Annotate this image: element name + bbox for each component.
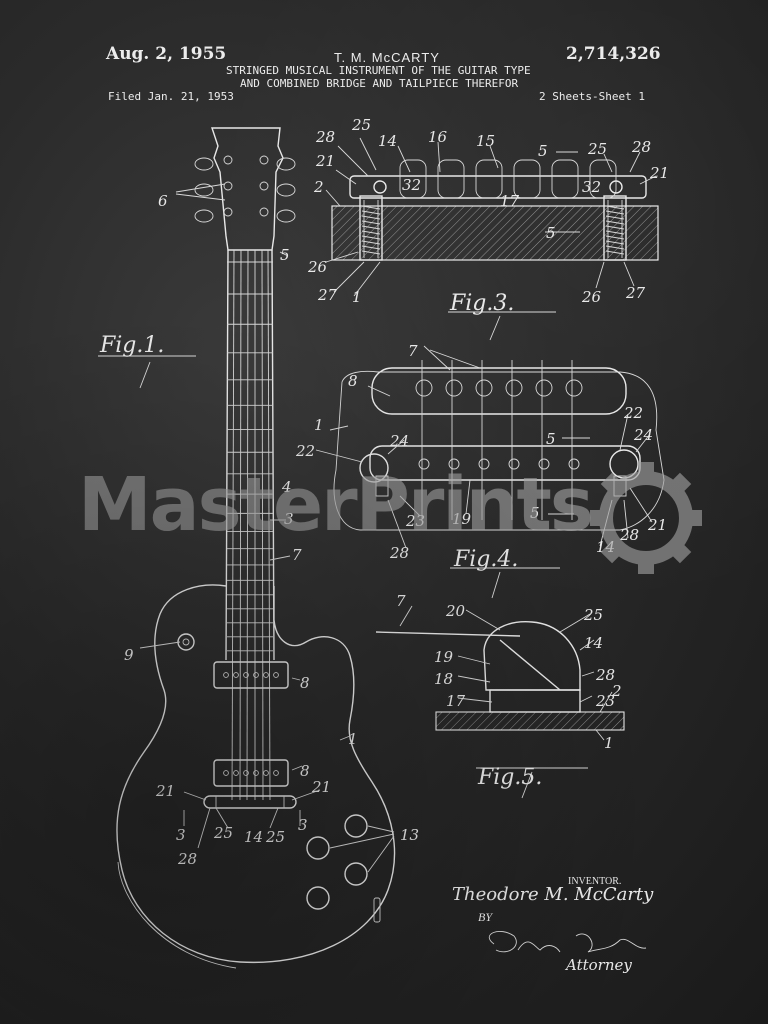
fig3-ref-number: 14 bbox=[378, 132, 397, 150]
fig5-ref-number: 20 bbox=[445, 602, 466, 620]
fig3-ref-number: 21 bbox=[649, 164, 669, 182]
sheet-count: 2 Sheets-Sheet 1 bbox=[539, 90, 645, 103]
fig3-ref-number: 1 bbox=[352, 288, 362, 306]
fig1-ref-number: 6 bbox=[158, 192, 168, 210]
fig4-ref-number: 19 bbox=[452, 510, 472, 528]
fig5-ref-number: 17 bbox=[446, 692, 466, 710]
fig1-ref-number: 3 bbox=[284, 510, 294, 528]
fig4-ref-number: 8 bbox=[348, 372, 358, 390]
attorney-caption: Attorney bbox=[566, 956, 632, 974]
fig1-ref-number: 8 bbox=[300, 674, 310, 692]
fig3-ref-number: 17 bbox=[500, 192, 520, 210]
fig5-ref-number: 2 bbox=[611, 682, 622, 700]
fig4-ref-number: 5 bbox=[530, 504, 540, 522]
attorney-signature bbox=[488, 931, 647, 953]
fig4-ref-number: 21 bbox=[647, 516, 667, 534]
fig5-ref-number: 23 bbox=[595, 692, 615, 710]
fig3-ref-number: 28 bbox=[315, 128, 335, 146]
fig5-ref-number: 7 bbox=[396, 592, 406, 610]
fig3-ref-number: 27 bbox=[317, 286, 338, 304]
fig4-ref-number: 24 bbox=[633, 426, 653, 444]
fig3-ref-number: 32 bbox=[402, 176, 421, 194]
fig5-ref-number: 18 bbox=[434, 670, 453, 688]
fig3-ref-number: 32 bbox=[582, 178, 601, 196]
fig3-ref-number: 25 bbox=[351, 116, 371, 134]
fig1-ref-number: 7 bbox=[292, 546, 302, 564]
fig1-ref-number: 25 bbox=[265, 828, 285, 846]
inventor-caption: INVENTOR. bbox=[568, 876, 622, 887]
fig1-ref-number: 1 bbox=[348, 730, 358, 748]
fig3-ref-number: 27 bbox=[625, 284, 646, 302]
fig1-ref-number: 28 bbox=[177, 850, 197, 868]
fig1-ref-number: 5 bbox=[280, 246, 290, 264]
fig4-ref-number: 22 bbox=[295, 442, 315, 460]
fig3-bridge-section bbox=[325, 137, 659, 341]
fig1-guitar bbox=[98, 127, 396, 969]
fig3-ref-number: 21 bbox=[315, 152, 335, 170]
fig3-ref-number: 5 bbox=[538, 142, 548, 160]
fig3-ref-number: 26 bbox=[307, 258, 328, 276]
fig5-ref-number: 14 bbox=[584, 634, 603, 652]
fig4-ref-number: 28 bbox=[619, 526, 639, 544]
fig3-ref-number: 26 bbox=[581, 288, 602, 306]
by-label: BY bbox=[478, 910, 493, 924]
fig1-ref-number: 25 bbox=[213, 824, 233, 842]
fig4-pickup-bridge bbox=[315, 345, 665, 599]
fig3-ref-number: 15 bbox=[476, 132, 495, 150]
fig3-ref-number: 2 bbox=[313, 178, 324, 196]
fig1-ref-number: 14 bbox=[244, 828, 263, 846]
patent-number: 2,714,326 bbox=[566, 44, 661, 64]
inventor-signature: Theodore M. McCarty bbox=[452, 884, 654, 905]
fig1-ref-number: 3 bbox=[298, 816, 308, 834]
watermark-text: MasterPrints bbox=[78, 462, 594, 548]
fig3-ref-number: 5 bbox=[546, 224, 556, 242]
filed-date: Filed Jan. 21, 1953 bbox=[108, 90, 234, 103]
fig3-ref-number: 16 bbox=[428, 128, 448, 146]
fig4-ref-number: 23 bbox=[405, 512, 425, 530]
inventor-header: T. M. McCARTY bbox=[334, 50, 440, 65]
fig1-ref-number: 3 bbox=[176, 826, 186, 844]
fig3-ref-number: 28 bbox=[631, 138, 651, 156]
patent-date: Aug. 2, 1955 bbox=[106, 44, 227, 64]
fig4-ref-number: 28 bbox=[389, 544, 409, 562]
fig1-ref-number: 8 bbox=[300, 762, 310, 780]
fig3-caption: Fig.3. bbox=[449, 291, 514, 316]
patent-title-line1: STRINGED MUSICAL INSTRUMENT OF THE GUITA… bbox=[226, 64, 531, 77]
fig4-caption: Fig.4. bbox=[453, 547, 518, 572]
fig1-ref-number: 13 bbox=[400, 826, 419, 844]
patent-title-line2: AND COMBINED BRIDGE AND TAILPIECE THEREF… bbox=[240, 77, 519, 90]
fig4-ref-number: 22 bbox=[623, 404, 643, 422]
fig3-ref-number: 25 bbox=[587, 140, 607, 158]
fig5-caption: Fig.5. bbox=[477, 765, 542, 790]
watermark-gear-icon bbox=[590, 462, 702, 574]
fig5-ref-number: 28 bbox=[595, 666, 615, 684]
fig4-ref-number: 1 bbox=[314, 416, 324, 434]
fig1-ref-number: 21 bbox=[311, 778, 331, 796]
fig5-ref-number: 25 bbox=[583, 606, 603, 624]
fig1-ref-number: 21 bbox=[155, 782, 175, 800]
fig4-ref-number: 5 bbox=[546, 430, 556, 448]
fig4-ref-number: 24 bbox=[389, 432, 409, 450]
fig1-ref-number: 4 bbox=[281, 478, 292, 496]
fig5-ref-number: 1 bbox=[604, 734, 614, 752]
fig1-ref-number: 9 bbox=[124, 646, 134, 664]
fig4-ref-number: 7 bbox=[408, 342, 418, 360]
fig5-bridge-detail bbox=[375, 605, 625, 799]
fig1-caption: Fig.1. bbox=[99, 333, 164, 358]
fig5-ref-number: 19 bbox=[434, 648, 454, 666]
